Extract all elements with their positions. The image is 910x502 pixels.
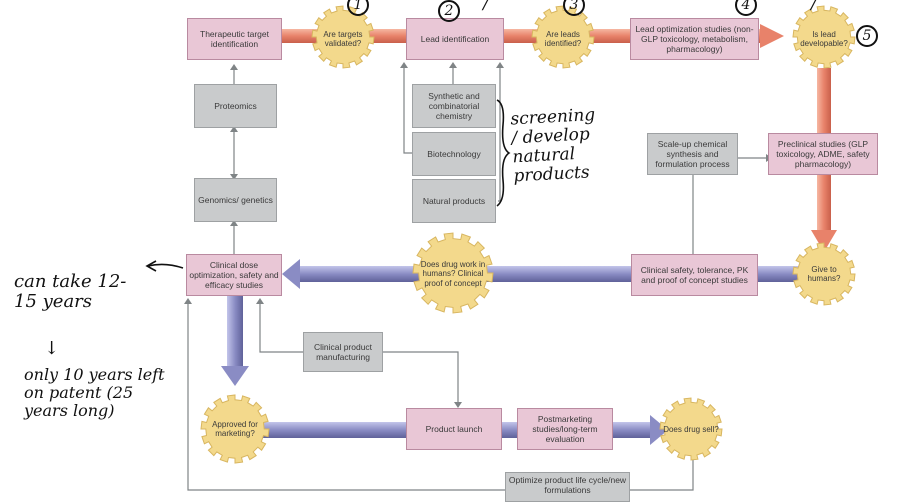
lead-developable-gear-label: Is lead developable?: [800, 29, 848, 49]
leads-identified-gear-label: Are leads identified?: [544, 29, 582, 49]
genomics-box: Genomics/ genetics: [194, 178, 277, 222]
give-to-humans-gear: [792, 242, 856, 306]
proteomics-box: Proteomics: [194, 84, 277, 128]
natural-products-box: Natural products: [412, 179, 496, 223]
clinical-dose-box: Clinical dose optimization, safety and e…: [186, 254, 282, 296]
product-launch-box: Product launch: [406, 408, 502, 450]
lead-optimization-box: Lead optimization studies (non-GLP toxic…: [630, 18, 759, 60]
tick-mark-2: /: [811, 0, 817, 14]
step-4-circle: 4: [735, 0, 757, 16]
scale-up-box: Scale-up chemical synthesis and formulat…: [647, 133, 738, 175]
step-2-circle: 2: [438, 0, 460, 22]
lead-developable-gear: [792, 5, 856, 69]
give-to-humans-gear-label: Give to humans?: [807, 264, 841, 284]
clinical-manufacturing-box: Clinical product manufacturing: [303, 332, 383, 372]
drug-work-gear-label: Does drug work in humans? Clinical proof…: [420, 259, 486, 288]
tick-mark: /: [483, 0, 489, 14]
drug-work-gear: [412, 232, 494, 314]
timeline-note: can take 12-15 years: [14, 271, 127, 312]
approved-gear-label: Approved for marketing?: [212, 419, 258, 439]
step-5-circle: 5: [856, 25, 878, 47]
postmarketing-box: Postmarketing studies/long-term evaluati…: [517, 408, 613, 450]
optimize-product-box: Optimize product life cycle/new formulat…: [505, 472, 630, 502]
clinical-safety-box: Clinical safety, tolerance, PK and proof…: [631, 254, 758, 296]
approved-gear: [200, 394, 270, 464]
drug-sell-gear-label: Does drug sell?: [663, 425, 719, 435]
connector-arrowheads: [184, 62, 772, 408]
biotechnology-box: Biotechnology: [412, 132, 496, 176]
note-arrowhead: [145, 260, 157, 272]
therapeutic-target-box: Therapeutic target identification: [187, 18, 282, 60]
drug-sell-gear: [659, 397, 723, 461]
connector-lines: [187, 64, 770, 491]
preclinical-studies-box: Preclinical studies (GLP toxicology, ADM…: [768, 133, 878, 175]
down-arrow-note: ↓: [44, 338, 60, 359]
note-arrow: [147, 263, 184, 269]
approval-purple-arrow: [221, 296, 249, 386]
decision-gears: [200, 5, 856, 464]
synthetic-chemistry-box: Synthetic and combinatorial chemistry: [412, 84, 496, 128]
lead-identification-box: Lead identification: [406, 18, 504, 60]
handwritten-marks: [145, 99, 511, 272]
targets-validated-gear-label: Are targets validated?: [323, 29, 363, 49]
screening-note: screening / develop natural products: [510, 105, 596, 187]
curly-bracket: [496, 99, 511, 207]
step-1-circle: 1: [347, 0, 369, 16]
step-3-circle: 3: [563, 0, 585, 16]
patent-note: only 10 years left on patent (25 years l…: [24, 365, 165, 420]
